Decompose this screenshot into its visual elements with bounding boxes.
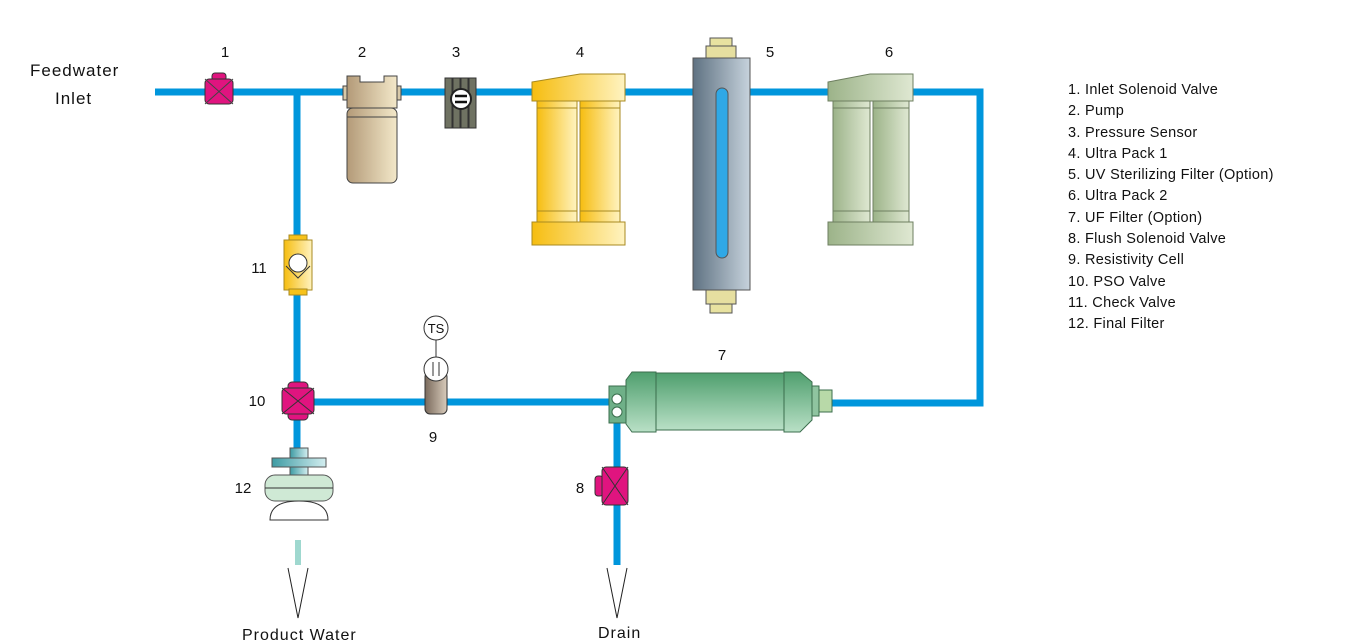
- number-6: 6: [885, 44, 893, 61]
- product-water-outlet-icon: [287, 567, 309, 619]
- legend-item: 7. UF Filter (Option): [1068, 209, 1203, 226]
- legend-item: 10. PSO Valve: [1068, 273, 1166, 290]
- pump: [342, 75, 402, 184]
- legend-item: 1. Inlet Solenoid Valve: [1068, 82, 1219, 98]
- legend-item: 12. Final Filter: [1068, 316, 1165, 333]
- pressure-sensor: [444, 77, 477, 129]
- legend-item: 8. Flush Solenoid Valve: [1068, 231, 1227, 248]
- ultra-pack-2: [827, 73, 914, 246]
- legend-item: 6. Ultra Pack 2: [1068, 188, 1168, 205]
- number-7: 7: [718, 347, 726, 364]
- legend-item: 5. UV Sterilizing Filter (Option): [1068, 167, 1274, 184]
- feedwater-label: Feedwater: [30, 61, 119, 80]
- number-8: 8: [576, 480, 584, 497]
- ultra-pack-1: [531, 73, 626, 246]
- legend-item: 11. Check Valve: [1068, 294, 1176, 311]
- number-4: 4: [576, 44, 584, 61]
- number-11: 11: [251, 260, 267, 277]
- pso-valve: [281, 381, 315, 421]
- drain-label: Drain: [598, 625, 641, 642]
- number-3: 3: [452, 44, 460, 61]
- number-5: 5: [766, 44, 774, 61]
- uv-sterilizing-filter: [692, 37, 751, 314]
- legend-item: 2. Pump: [1068, 103, 1125, 120]
- number-1: 1: [221, 44, 229, 61]
- sensor-ts-label: TS: [428, 321, 445, 336]
- number-2: 2: [358, 44, 366, 61]
- check-valve: [283, 234, 313, 296]
- resistivity-cell: [423, 315, 449, 415]
- number-9: 9: [429, 429, 437, 446]
- uf-filter: [608, 371, 833, 433]
- component-legend: 1. Inlet Solenoid Valve 2. Pump 3. Press…: [1068, 80, 1274, 336]
- number-12: 12: [235, 480, 252, 497]
- final-filter: [264, 447, 334, 521]
- legend-item: 3. Pressure Sensor: [1068, 124, 1198, 141]
- inlet-solenoid-valve: [204, 72, 234, 105]
- product-water-label: Product Water: [242, 627, 357, 642]
- number-10: 10: [249, 393, 266, 410]
- legend-item: 9. Resistivity Cell: [1068, 252, 1185, 269]
- drain-outlet-icon: [606, 567, 628, 619]
- inlet-label: Inlet: [55, 89, 92, 108]
- flush-solenoid-valve: [594, 466, 629, 506]
- legend-item: 4. Ultra Pack 1: [1068, 145, 1168, 162]
